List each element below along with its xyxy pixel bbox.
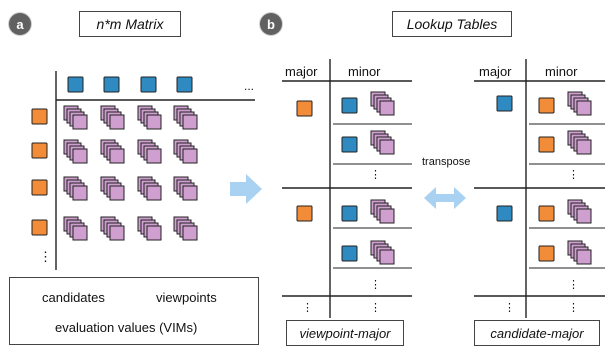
right-table-minor-square — [538, 136, 555, 153]
matrix-vim-stack — [100, 216, 125, 241]
left-table-minor-square — [341, 205, 358, 222]
matrix-vim-stack — [63, 105, 88, 130]
left-table-vim-stack — [370, 130, 395, 155]
matrix-candidate-square — [103, 76, 120, 93]
left-table-vim-stack — [370, 240, 395, 265]
vim-layer — [109, 148, 125, 164]
right-table-minor-square — [538, 245, 555, 262]
panel-a-title: n*m Matrix — [79, 11, 181, 37]
right-table-dots-1: ⋮ — [568, 169, 579, 181]
vim-layer — [109, 185, 125, 201]
vim-layer — [379, 139, 395, 155]
left-table-dots-2: ⋮ — [370, 279, 381, 291]
vim-layer — [576, 249, 592, 265]
vim-layer — [146, 185, 162, 201]
right-table-vim-stack — [567, 130, 592, 155]
matrix-candidate-square — [140, 76, 157, 93]
vim-layer — [182, 225, 198, 241]
matrix-column-ellipsis: ... — [244, 79, 255, 93]
panel-b-badge: b — [260, 13, 282, 35]
legend-candidates-label: candidates — [42, 290, 105, 305]
matrix-vim-stack — [63, 176, 88, 201]
matrix-row-ellipsis: ⋮ — [39, 249, 52, 264]
matrix-vim-stack — [137, 105, 162, 130]
right-table-vim-stack — [567, 199, 592, 224]
right-table-caption: candidate-major — [474, 320, 600, 346]
right-arrow-icon — [230, 174, 262, 204]
right-table-vim-stack — [567, 91, 592, 116]
matrix-vim-stack — [173, 139, 198, 164]
vim-layer — [72, 225, 88, 241]
left-table-major-dots: ⋮ — [302, 302, 313, 314]
vim-layer — [182, 114, 198, 130]
left-table-major-square — [296, 100, 313, 117]
matrix-viewpoint-square — [31, 219, 48, 236]
vim-layer — [146, 114, 162, 130]
matrix-viewpoint-square — [31, 108, 48, 125]
vim-layer — [379, 208, 395, 224]
vim-layer — [182, 185, 198, 201]
transpose-label: transpose — [422, 156, 471, 168]
matrix-viewpoint-square — [31, 179, 48, 196]
right-table-major-square — [496, 95, 513, 112]
matrix-vim-stack — [137, 176, 162, 201]
right-table-major-square — [496, 205, 513, 222]
vim-layer — [146, 148, 162, 164]
right-table-minor-dots: ⋮ — [568, 302, 579, 314]
vim-layer — [182, 148, 198, 164]
right-table-dots-2: ⋮ — [568, 279, 579, 291]
left-table-caption: viewpoint-major — [286, 320, 404, 346]
vim-layer — [109, 114, 125, 130]
right-table-minor-square — [538, 205, 555, 222]
vim-layer — [72, 114, 88, 130]
legend-viewpoints-label: viewpoints — [156, 290, 217, 305]
vim-layer — [379, 100, 395, 116]
right-table-major-dots: ⋮ — [504, 302, 515, 314]
right-table-vim-stack — [567, 240, 592, 265]
matrix-candidate-square — [176, 76, 193, 93]
matrix-vim-stack — [63, 139, 88, 164]
left-table-major-square — [296, 205, 313, 222]
panel-a-badge: a — [9, 13, 31, 35]
matrix-vim-stack — [63, 216, 88, 241]
right-table-minor-square — [538, 97, 555, 114]
vim-layer — [576, 208, 592, 224]
matrix-viewpoint-square — [31, 142, 48, 159]
legend-evaluation-label: evaluation values (VIMs) — [55, 320, 198, 335]
matrix-candidate-square — [67, 76, 84, 93]
matrix-vim-stack — [100, 176, 125, 201]
left-table-header-minor: minor — [348, 64, 381, 79]
left-table-minor-square — [341, 136, 358, 153]
matrix-vim-stack — [100, 139, 125, 164]
matrix-vim-stack — [173, 105, 198, 130]
vim-layer — [109, 225, 125, 241]
left-table-minor-square — [341, 245, 358, 262]
left-table-dots-1: ⋮ — [370, 169, 381, 181]
matrix-vim-stack — [137, 216, 162, 241]
double-arrow-icon — [424, 187, 466, 209]
left-table-vim-stack — [370, 199, 395, 224]
left-table-vim-stack — [370, 91, 395, 116]
legend — [9, 277, 259, 345]
vim-layer — [576, 139, 592, 155]
vim-layer — [379, 249, 395, 265]
vim-layer — [72, 185, 88, 201]
left-table-minor-square — [341, 97, 358, 114]
right-table-header-major: major — [479, 64, 512, 79]
matrix-vim-stack — [137, 139, 162, 164]
vim-layer — [72, 148, 88, 164]
matrix-vim-stack — [173, 216, 198, 241]
vim-layer — [146, 225, 162, 241]
panel-b-title: Lookup Tables — [392, 11, 512, 37]
vim-layer — [576, 100, 592, 116]
left-table-header-major: major — [285, 64, 318, 79]
matrix-vim-stack — [100, 105, 125, 130]
left-table-minor-dots: ⋮ — [370, 302, 381, 314]
matrix-vim-stack — [173, 176, 198, 201]
right-table-header-minor: minor — [545, 64, 578, 79]
